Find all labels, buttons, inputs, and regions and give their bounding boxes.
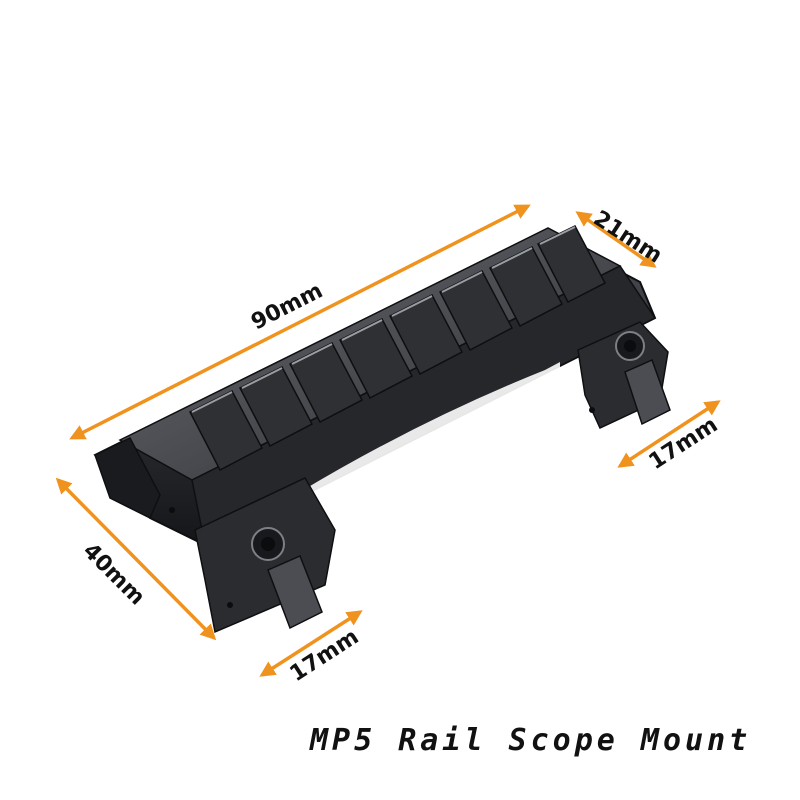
screw-hole	[227, 602, 233, 608]
rail-mount	[93, 225, 671, 634]
depth-arrow	[55, 477, 217, 641]
dimension-arrows	[55, 204, 721, 677]
front-left-clamp	[194, 477, 336, 634]
product-caption: MP5 Rail Scope Mount	[310, 723, 752, 758]
top-width-arrow	[575, 211, 657, 268]
screw-hole	[589, 407, 595, 413]
length-arrow	[69, 204, 531, 440]
depth-label: 40mm	[78, 539, 150, 611]
right-leg-arrow	[617, 400, 721, 468]
screw-hole	[169, 507, 175, 513]
left-leg-arrow	[259, 610, 363, 677]
